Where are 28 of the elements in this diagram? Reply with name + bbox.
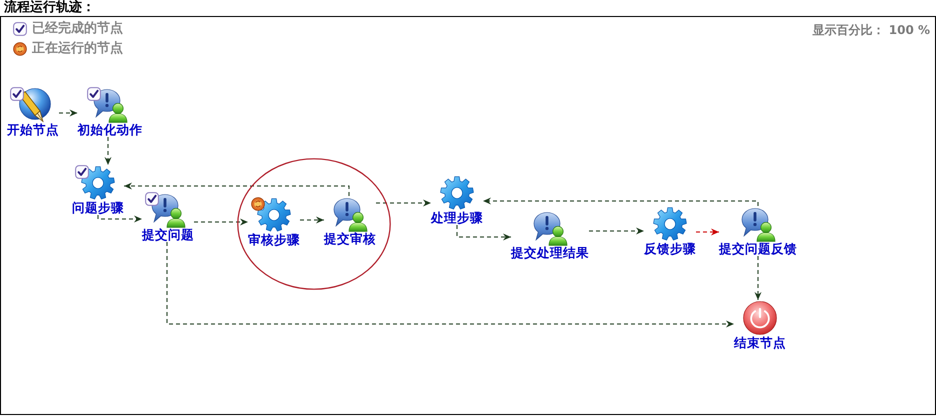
arrow [696, 228, 720, 236]
arrow [376, 200, 432, 206]
node-label: 提交审核 [324, 232, 376, 246]
legend-text: 已经完成的节点 [32, 21, 123, 37]
arrow [754, 256, 762, 300]
node-label: 审核步骤 [248, 233, 300, 247]
arrow [482, 198, 758, 206]
arrow [58, 110, 78, 116]
arrow [456, 224, 512, 240]
node-label: 提交处理结果 [511, 246, 589, 260]
arrow [166, 242, 734, 328]
arrow [588, 228, 644, 234]
node-label: 初始化动作 [78, 123, 142, 137]
arrow [104, 136, 112, 166]
node-label: 反馈步骤 [644, 242, 696, 256]
arrow [300, 216, 324, 224]
node-label: 提交问题 [142, 228, 194, 242]
node-label: 开始节点 [7, 123, 59, 137]
node-label: 提交问题反馈 [719, 242, 797, 256]
arrow [98, 214, 142, 222]
zoom-level-text: 显示百分比： 100 % [812, 23, 930, 38]
title: 流程运行轨迹： [4, 0, 95, 15]
arrow [124, 182, 350, 196]
node-label: 问题步骤 [72, 201, 124, 215]
arrow [194, 218, 248, 226]
node-label: 结束节点 [734, 336, 786, 350]
node-label: 处理步骤 [431, 211, 483, 225]
legend-text: 正在运行的节点 [32, 41, 123, 57]
